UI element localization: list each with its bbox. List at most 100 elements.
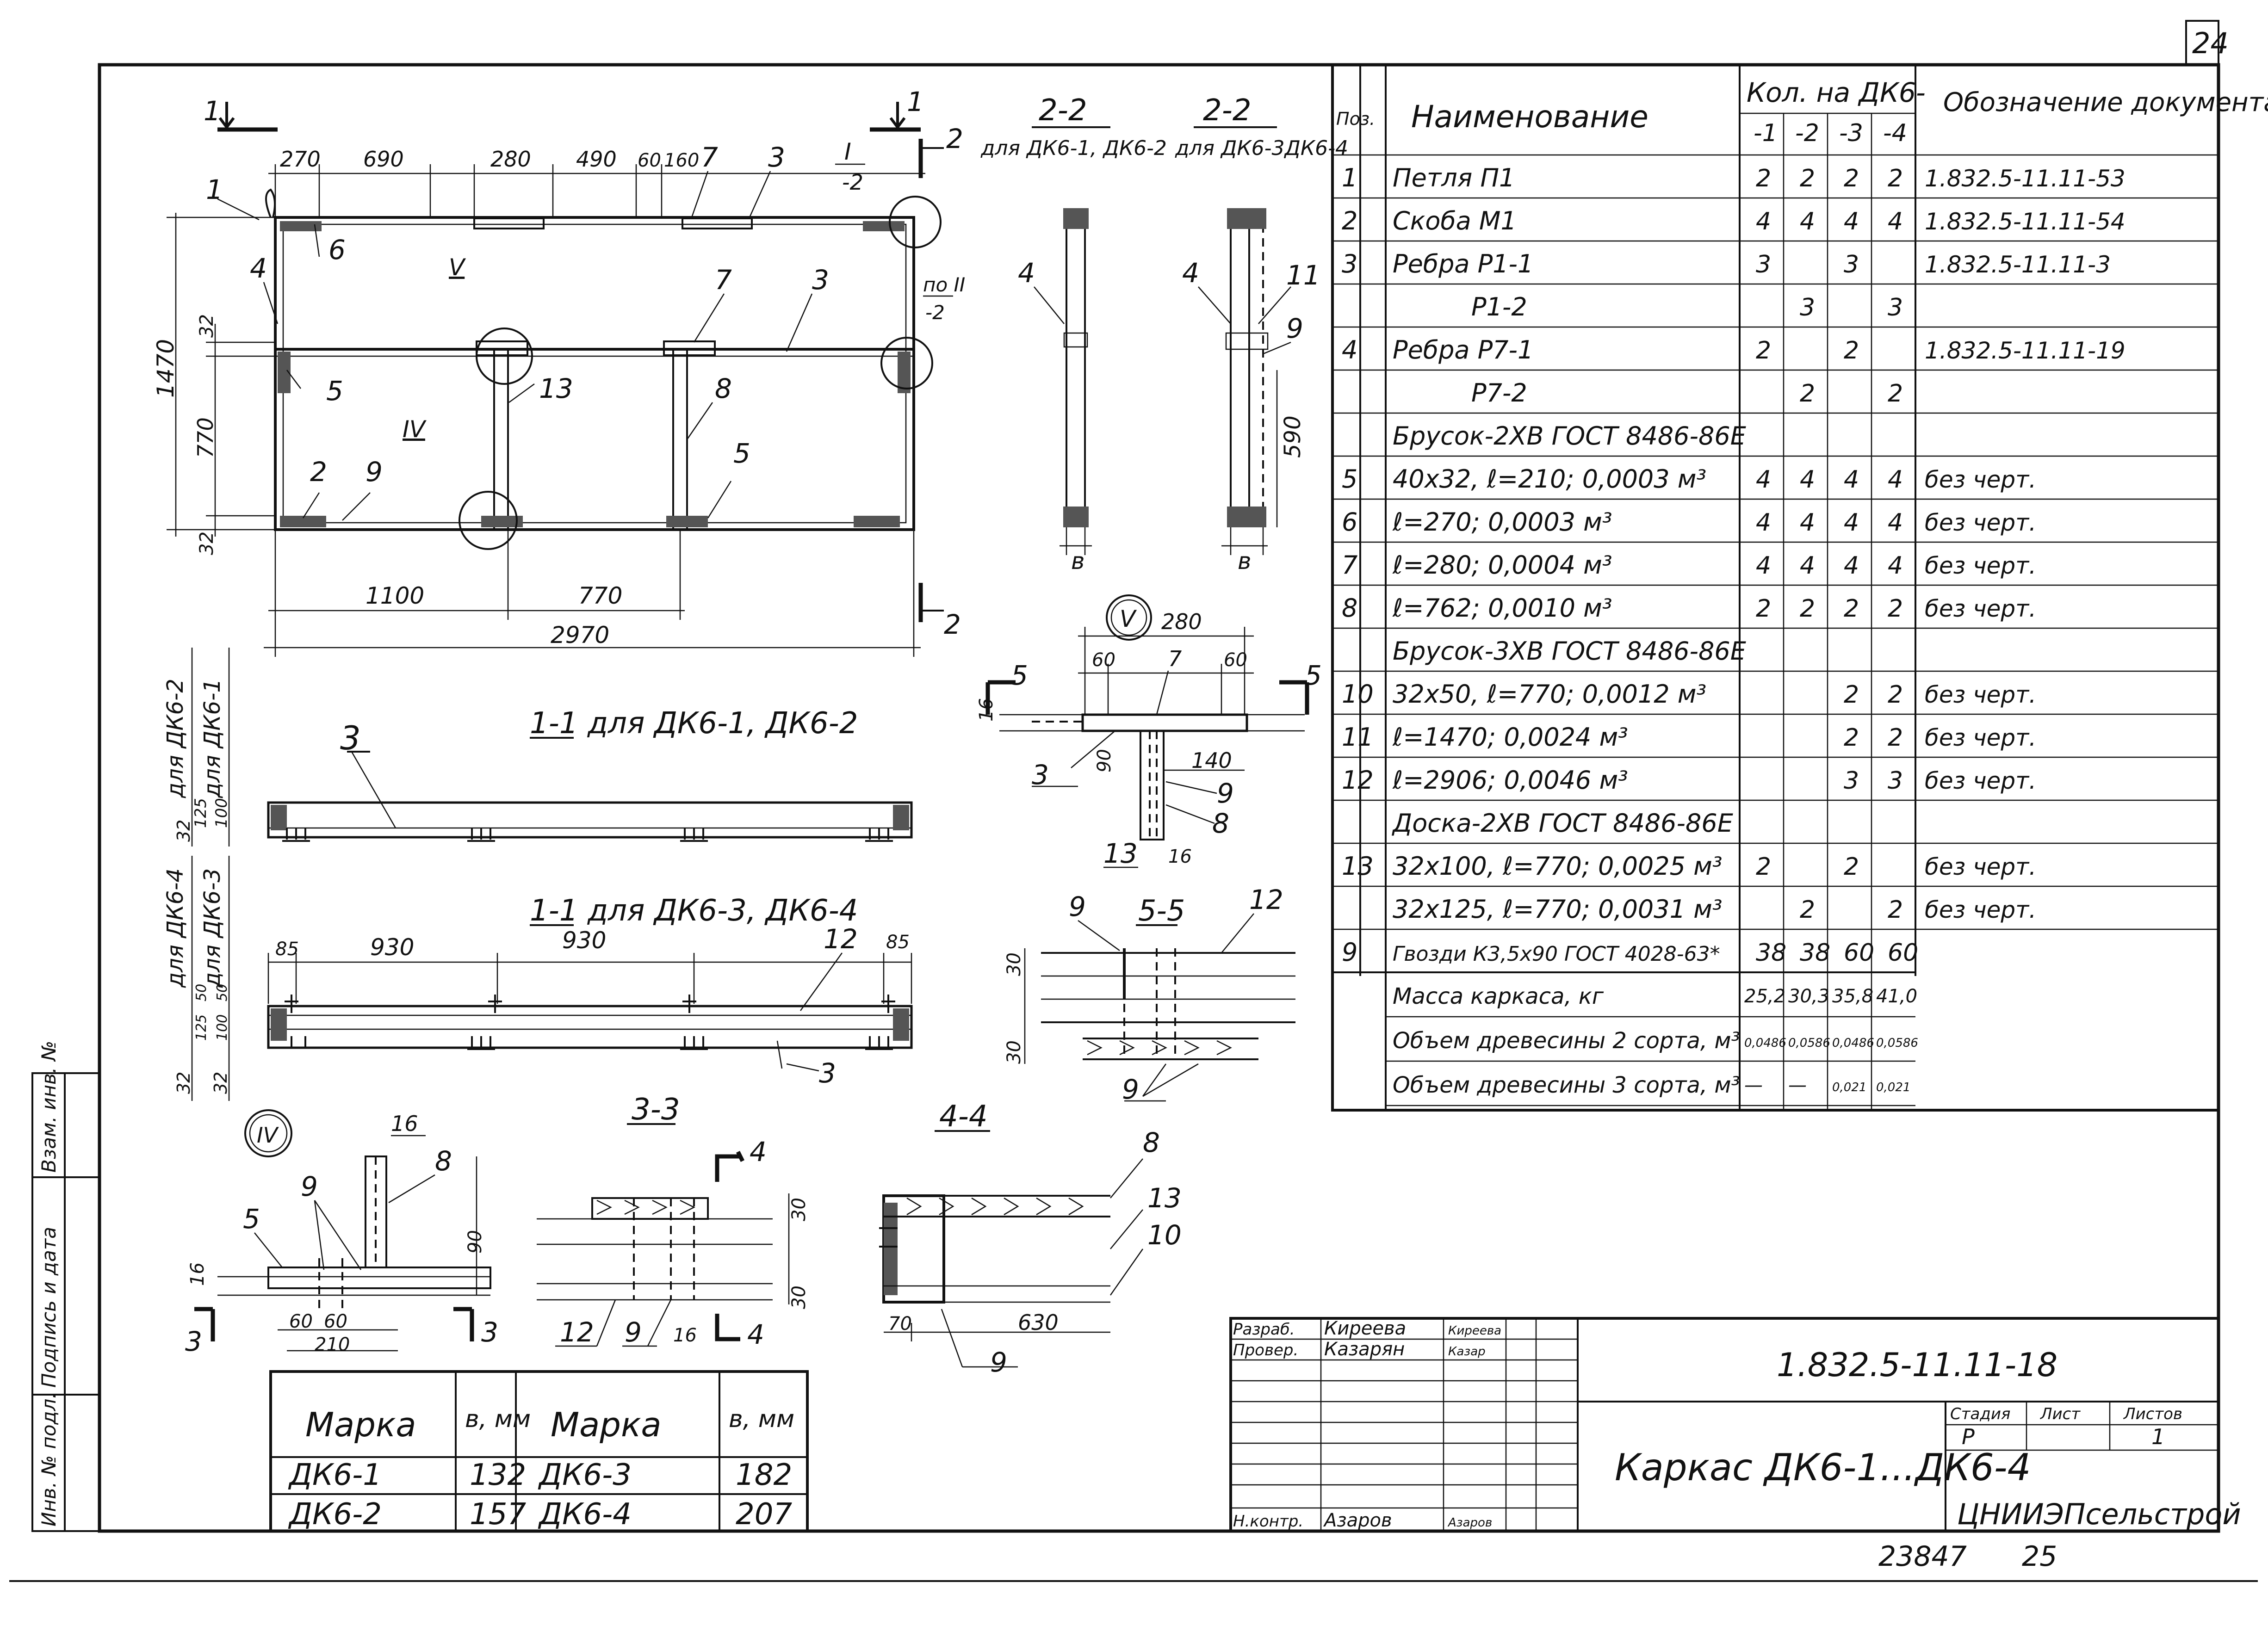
side-stamp: Инв. № подл. Подпись и дата Взам. инв. № <box>31 1041 100 1532</box>
plan-dim-690: 690 <box>363 147 404 172</box>
sec55-dim-30b: 30 <box>1004 1040 1025 1064</box>
spec-row-doc: 1.832.5-11.11-53 <box>1925 165 2125 192</box>
sec11b-dim-125: 125 <box>193 1014 210 1041</box>
spec-row-pos: 13 <box>1342 852 1374 881</box>
marks-h-b2: в, мм <box>729 1405 794 1433</box>
spec-row-qty: 2 <box>1888 165 1903 192</box>
node-mark-I: I <box>844 138 851 165</box>
plan-pos-5a: 5 <box>326 375 343 407</box>
spec-total-qty: 0,0486 <box>1832 1036 1874 1050</box>
plan-pos-6: 6 <box>328 234 346 266</box>
sec33-cut-4b: 4 <box>747 1319 764 1350</box>
tb-sign-2: Казар <box>1448 1345 1486 1359</box>
spec-row-qty: 3 <box>1756 251 1771 278</box>
spec-row-name: 32x100, ℓ=770; 0,0025 м³ <box>1393 852 1723 881</box>
plan-pos-4: 4 <box>250 253 267 284</box>
plan-dim-2970: 2970 <box>551 622 609 649</box>
spec-row-pos: 4 <box>1342 335 1357 365</box>
sec33-pos-16: 16 <box>673 1325 697 1346</box>
plan-dim-280: 280 <box>490 147 531 172</box>
spec-row-qty: 4 <box>1844 552 1859 580</box>
spec-row-qty: 4 <box>1888 509 1903 537</box>
cut-2-bottom: 2 <box>944 609 961 640</box>
section-5-5: 5-5 9 12 9 30 30 <box>1004 884 1295 1105</box>
sec11b-dim-50b: 50 <box>214 984 230 1001</box>
tb-sheet-label: Лист <box>2039 1405 2081 1423</box>
tb-role-prover: Провер. <box>1233 1341 1298 1359</box>
spec-row-qty: 4 <box>1800 466 1815 494</box>
sec11b-dim-930b: 930 <box>562 927 606 954</box>
node5-pos-7: 7 <box>1168 646 1182 671</box>
tb-stage-label: Стадия <box>1950 1405 2010 1423</box>
section-3-3: 3-3 4 4 30 30 12 9 16 <box>537 1093 810 1350</box>
node5-pos-16: 16 <box>1168 846 1192 867</box>
spec-row-qty: 2 <box>1888 681 1903 709</box>
plan-dim-770: 770 <box>578 582 622 609</box>
spec-row-doc: без черт. <box>1925 853 2036 880</box>
spec-row-qty: 2 <box>1888 595 1903 623</box>
node4-dim-16: 16 <box>187 1262 208 1286</box>
tb-code: 1.832.5-11.11-18 <box>1777 1346 2057 1384</box>
marks-r2-c4: 207 <box>736 1497 792 1532</box>
spec-row-qty: 4 <box>1800 552 1815 580</box>
spec-head-qty: Кол. на ДК6- <box>1747 77 1926 108</box>
node4-dim-60b: 60 <box>324 1311 347 1332</box>
sec55-title: 5-5 <box>1138 894 1185 927</box>
spec-row-doc: без черт. <box>1925 509 2036 536</box>
marks-r2-c3: ДК6-4 <box>538 1497 632 1532</box>
node5-dim-280: 280 <box>1161 609 1202 634</box>
side-stamp-inv: Инв. № подл. <box>37 1392 60 1526</box>
sec33-cut-4a: 4 <box>750 1136 767 1168</box>
tb-sign-1: Киреева <box>1448 1324 1501 1338</box>
spec-head-q4: -4 <box>1883 119 1907 147</box>
spec-row-pos: 9 <box>1342 938 1357 967</box>
sec44-title: 4-4 <box>939 1100 988 1134</box>
node4-pos-16: 16 <box>391 1111 418 1136</box>
sec11b-dim-32a: 32 <box>174 1072 194 1094</box>
spec-total-qty: 35,8 <box>1832 986 1873 1007</box>
node5-dim-90: 90 <box>1094 749 1115 772</box>
sec11b-dim-930a: 930 <box>370 934 414 961</box>
tb-sheets-label: Листов <box>2123 1405 2182 1423</box>
spec-row-pos: 8 <box>1342 593 1357 623</box>
sec55-dim-30a: 30 <box>1004 952 1025 976</box>
plan-pos-2: 2 <box>310 456 327 488</box>
spec-row-pos: 10 <box>1342 680 1374 709</box>
node5-cut-5b: 5 <box>1305 660 1322 691</box>
node4-mark: IV <box>257 1123 279 1148</box>
spec-row-name: ℓ=1470; 0,0024 м³ <box>1392 723 1628 752</box>
marks-r1-c1: ДК6-1 <box>288 1458 382 1492</box>
spec-row-doc: без черт. <box>1925 724 2036 751</box>
sec11b-pos-3: 3 <box>819 1057 836 1089</box>
sec22-right-pos-4: 4 <box>1182 257 1199 289</box>
spec-total-qty: 30,3 <box>1788 986 1829 1007</box>
spec-total-qty: 0,0486 <box>1744 1036 1786 1050</box>
plan-dim-32b: 32 <box>196 531 217 555</box>
spec-row-qty: 60 <box>1888 939 1918 967</box>
sec11a-side-dk61: для ДК6-1 <box>199 679 225 798</box>
spec-total-qty: — <box>1788 1075 1807 1096</box>
spec-total-qty: 0,0586 <box>1876 1036 1918 1050</box>
sec11b-dim-85a: 85 <box>275 939 299 960</box>
node-detail-5: 280 60 7 60 16 90 140 5 5 3 9 8 13 16 <box>976 609 1322 869</box>
plan-pos-3a: 3 <box>768 142 785 173</box>
sec11a-dim-125: 125 <box>192 798 210 828</box>
spec-row-qty: 2 <box>1844 853 1859 881</box>
sec22-node-v: V <box>1120 606 1137 632</box>
tb-sheets: 1 <box>2151 1424 2165 1449</box>
sec11b-side-dk64: для ДК6-4 <box>162 868 188 988</box>
spec-total-qty: 0,021 <box>1832 1081 1866 1094</box>
sec44-pos-13: 13 <box>1147 1182 1182 1214</box>
spec-row-pos: 1 <box>1342 163 1357 192</box>
sec22-right-title: 2-2 <box>1203 93 1252 128</box>
spec-row-pos: 5 <box>1342 464 1357 494</box>
tb-name-azarov: Азаров <box>1323 1510 1392 1531</box>
node-mark-II: по II <box>923 273 965 296</box>
spec-row-qty: 2 <box>1888 724 1903 752</box>
spec-row-doc: без черт. <box>1925 767 2036 794</box>
spec-row-doc: без черт. <box>1925 896 2036 923</box>
plan-pos-1: 1 <box>206 174 223 205</box>
